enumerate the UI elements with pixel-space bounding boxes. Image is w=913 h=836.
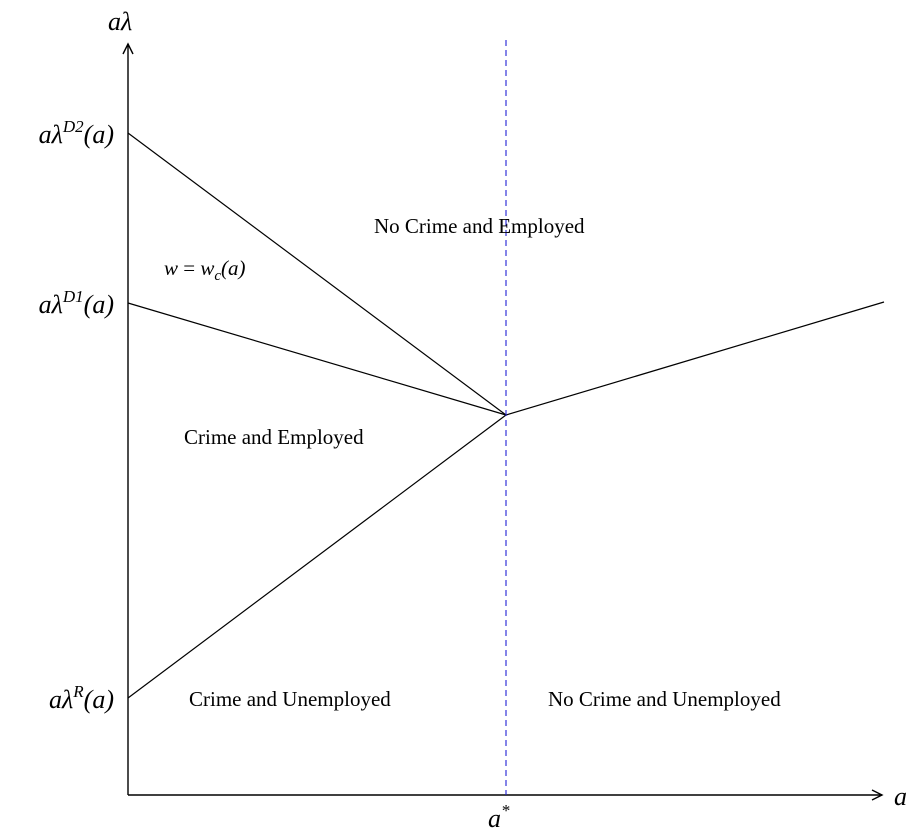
- region-no-crime-unemployed: No Crime and Unemployed: [548, 687, 781, 711]
- curve-d1-boundary: [127, 302, 507, 416]
- threshold-label-sup: *: [501, 801, 510, 820]
- y-tick-d2: aλD2(a): [39, 117, 114, 149]
- threshold-label-base: a: [488, 804, 501, 832]
- region-no-crime-employed: No Crime and Employed: [374, 214, 585, 238]
- x-axis-arrow: [871, 789, 884, 801]
- threshold-label: a*: [488, 801, 510, 832]
- curve-d2-boundary: [127, 132, 507, 416]
- y-tick-d1: aλD1(a): [39, 287, 114, 319]
- region-crime-unemployed: Crime and Unemployed: [189, 687, 391, 711]
- y-tick-r: aλR(a): [49, 682, 114, 714]
- curve-right-boundary: [505, 301, 885, 416]
- x-axis-label: a: [894, 782, 907, 811]
- curve-r-boundary: [127, 414, 507, 699]
- curve-label: w = wc(a): [164, 256, 246, 284]
- y-axis-label: aλ: [108, 7, 132, 36]
- y-axis-arrow: [122, 42, 134, 55]
- region-crime-employed: Crime and Employed: [184, 425, 364, 449]
